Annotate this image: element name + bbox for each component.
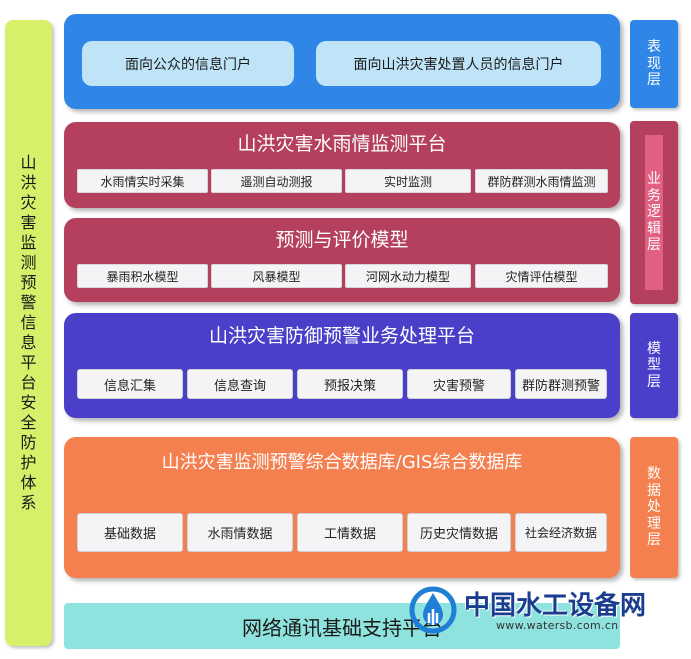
label-char: 据 bbox=[647, 482, 661, 499]
security-char: 体 bbox=[20, 473, 37, 492]
label-char: 现 bbox=[647, 55, 661, 72]
data-item: 社会经济数据 bbox=[515, 513, 607, 552]
data-item: 基础数据 bbox=[77, 513, 183, 552]
model-item: 河网水动力模型 bbox=[345, 264, 471, 288]
label-char: 逻 bbox=[647, 204, 661, 221]
watermark-url: www.watersb.com.cn bbox=[496, 619, 619, 632]
security-char: 监 bbox=[20, 233, 37, 252]
label-char: 处 bbox=[647, 499, 661, 516]
security-char: 护 bbox=[20, 453, 37, 472]
model-item: 灾情评估模型 bbox=[475, 264, 608, 288]
defense-item: 群防群测预警 bbox=[515, 369, 607, 399]
security-system-column: 山 洪 灾 害 监 测 预 警 信 息 平 台 安 全 防 护 体 系 bbox=[5, 20, 52, 646]
security-char: 全 bbox=[20, 413, 37, 432]
security-char: 预 bbox=[20, 273, 37, 292]
label-char: 层 bbox=[647, 532, 661, 549]
label-char: 理 bbox=[647, 515, 661, 532]
security-char: 息 bbox=[20, 333, 37, 352]
security-char: 洪 bbox=[20, 173, 37, 192]
security-char: 系 bbox=[20, 493, 37, 512]
hydro-item: 实时监测 bbox=[345, 169, 471, 193]
data-item: 历史灾情数据 bbox=[407, 513, 511, 552]
presentation-layer-label: 表 现 层 bbox=[630, 20, 678, 108]
label-char: 层 bbox=[647, 72, 661, 89]
security-char: 警 bbox=[20, 293, 37, 312]
database-title: 山洪灾害监测预警综合数据库/GIS综合数据库 bbox=[161, 452, 523, 473]
defense-item: 信息查询 bbox=[187, 369, 293, 399]
defense-item: 预报决策 bbox=[297, 369, 403, 399]
defense-platform-title: 山洪灾害防御预警业务处理平台 bbox=[208, 325, 475, 347]
forecast-models-panel bbox=[64, 218, 620, 302]
security-char: 信 bbox=[20, 313, 37, 332]
data-layer-label: 数 据 处 理 层 bbox=[630, 437, 678, 578]
security-char: 灾 bbox=[20, 193, 37, 212]
security-char: 安 bbox=[20, 393, 37, 412]
model-item: 暴雨积水模型 bbox=[77, 264, 208, 288]
model-layer-label: 模 型 层 bbox=[630, 313, 678, 418]
business-layer-label: 业 务 逻 辑 层 bbox=[645, 135, 663, 290]
defense-item: 信息汇集 bbox=[77, 369, 183, 399]
label-char: 型 bbox=[647, 357, 661, 374]
hydro-monitoring-panel bbox=[64, 122, 620, 208]
data-item: 工情数据 bbox=[297, 513, 403, 552]
label-char: 模 bbox=[647, 340, 661, 357]
label-char: 表 bbox=[647, 39, 661, 56]
network-platform-panel bbox=[64, 603, 620, 649]
defense-platform-panel bbox=[64, 313, 620, 418]
security-char: 台 bbox=[20, 373, 37, 392]
security-char: 防 bbox=[20, 433, 37, 452]
staff-portal-box: 面向山洪灾害处置人员的信息门户 bbox=[316, 41, 601, 86]
defense-item: 灾害预警 bbox=[407, 369, 511, 399]
security-char: 山 bbox=[20, 153, 37, 172]
water-logo-icon bbox=[409, 586, 457, 634]
forecast-models-title: 预测与评价模型 bbox=[275, 229, 409, 251]
data-item: 水雨情数据 bbox=[187, 513, 293, 552]
hydro-item: 群防群测水雨情监测 bbox=[475, 169, 608, 193]
label-char: 层 bbox=[647, 237, 661, 254]
site-watermark: 中国水工设备网 www.watersb.com.cn bbox=[408, 583, 680, 643]
hydro-monitoring-title: 山洪灾害水雨情监测平台 bbox=[237, 133, 447, 155]
security-char: 害 bbox=[20, 213, 37, 232]
security-char: 测 bbox=[20, 253, 37, 272]
label-char: 层 bbox=[647, 373, 661, 390]
hydro-item: 水雨情实时采集 bbox=[77, 169, 208, 193]
security-char: 平 bbox=[20, 353, 37, 372]
label-char: 务 bbox=[647, 187, 661, 204]
label-char: 辑 bbox=[647, 220, 661, 237]
model-item: 风暴模型 bbox=[211, 264, 342, 288]
database-panel bbox=[64, 437, 620, 578]
public-portal-box: 面向公众的信息门户 bbox=[82, 41, 294, 86]
label-char: 业 bbox=[647, 171, 661, 188]
label-char: 数 bbox=[647, 466, 661, 483]
watermark-site-name: 中国水工设备网 bbox=[464, 591, 647, 621]
network-platform-title: 网络通讯基础支持平台 bbox=[242, 615, 442, 640]
hydro-item: 遥测自动测报 bbox=[211, 169, 342, 193]
